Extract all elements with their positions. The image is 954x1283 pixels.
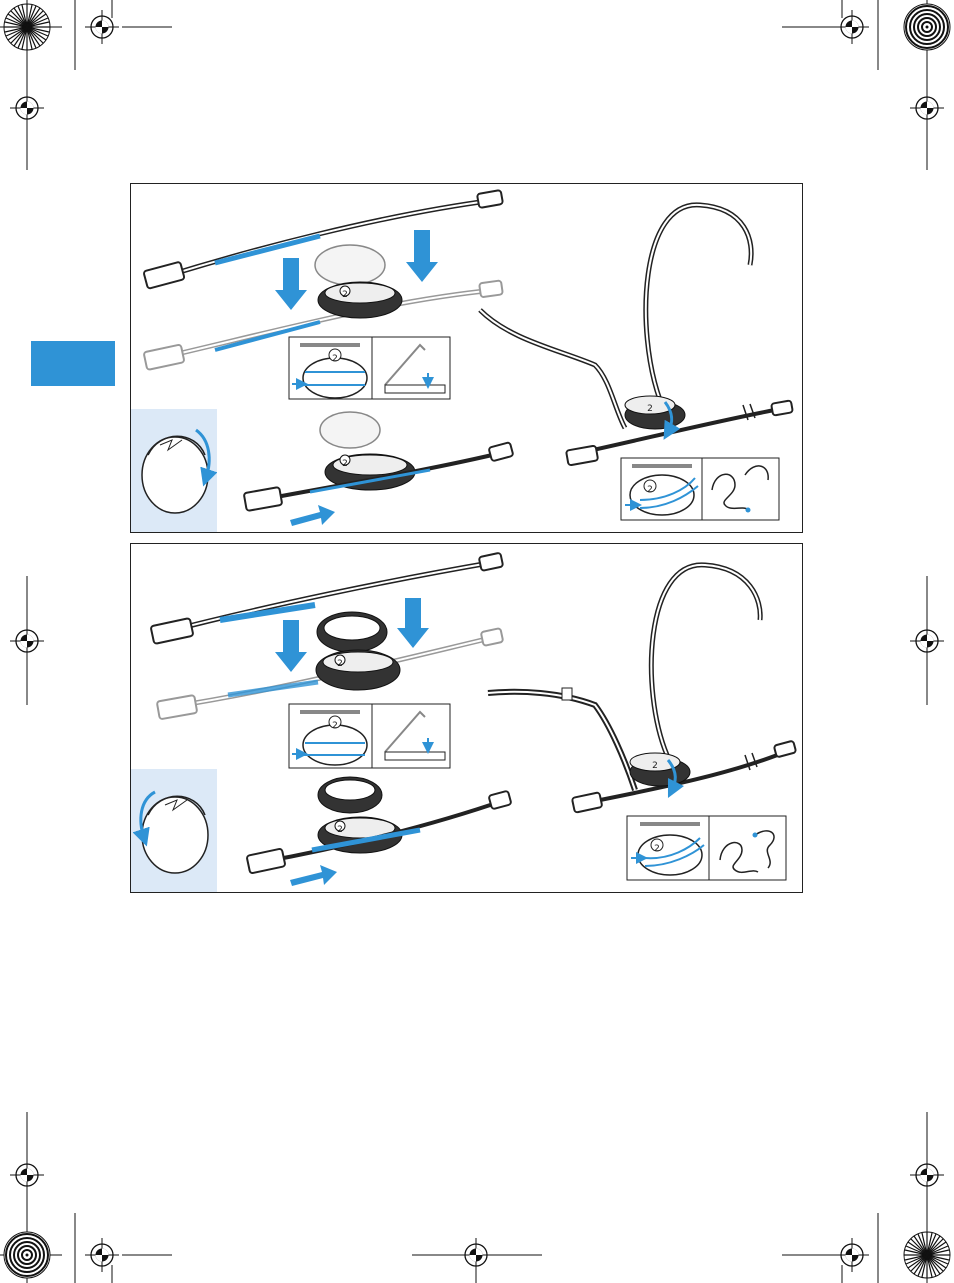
step-number-label: 2: [654, 844, 660, 854]
connector-icon: [489, 791, 512, 810]
connector-icon: [481, 628, 503, 646]
arrow-down-icon: [275, 620, 307, 672]
connector-icon: [479, 553, 503, 571]
connector-icon: [774, 741, 796, 758]
connector-icon: [157, 695, 198, 719]
connector-icon: [151, 618, 194, 644]
arrow-down-icon: [397, 598, 429, 648]
connector-icon: [572, 792, 603, 812]
step-number-label: 2: [337, 825, 343, 835]
step-number-label: 2: [652, 761, 658, 771]
step-number-label: 2: [337, 659, 343, 669]
connector-icon: [247, 848, 286, 873]
step-number-label: 2: [332, 721, 338, 731]
arrow-right-icon: [290, 865, 337, 886]
head-icon: [141, 792, 208, 873]
